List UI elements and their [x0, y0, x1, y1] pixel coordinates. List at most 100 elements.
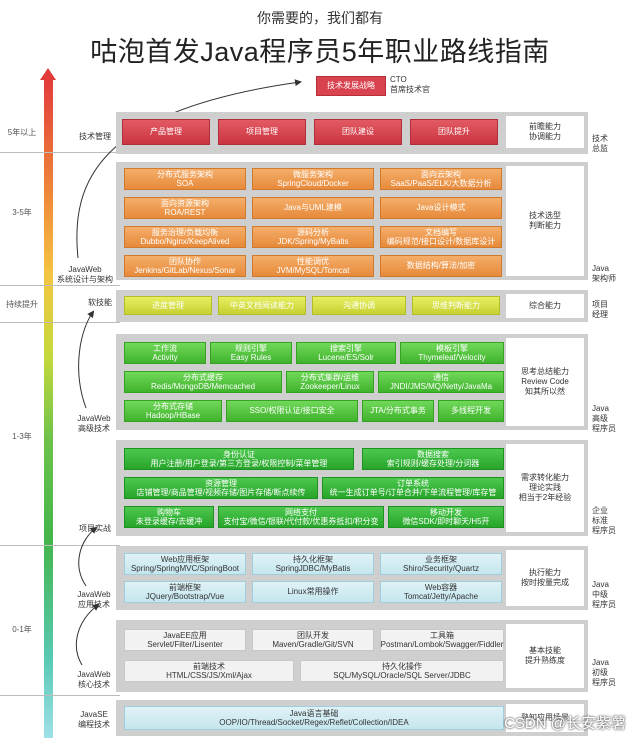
left-label-project: 项目实战	[79, 524, 111, 533]
skill-text: 分布式服务架构	[157, 169, 213, 179]
skill-text: SaaS/PaaS/ELK/大数据分析	[390, 179, 492, 188]
skill-text: 分布式缓存	[183, 372, 223, 382]
left-label-management: 技术管理	[79, 132, 111, 141]
ability-text: Review Code	[521, 377, 569, 386]
ability-label: 基本技能提升熟练度	[506, 624, 584, 688]
skill-box: 购物车未登录缓存/去缓冲	[124, 506, 214, 528]
skill-text: Java设计模式	[416, 203, 466, 213]
ability-text: 相当于2年经验	[518, 493, 572, 502]
skill-text: SQL/MySQL/Oracle/SQL Server/JDBC	[333, 671, 471, 680]
skill-text: 前端框架	[169, 582, 201, 592]
skill-text: SOA	[176, 179, 194, 188]
arrow-path	[78, 526, 98, 587]
stage-label: 5年以上	[7, 128, 37, 137]
skill-box: 数据搜索索引规则/缓存处理/分词器	[362, 448, 504, 470]
ability-text: 前瞻能力	[529, 122, 561, 131]
skill-box: 移动开发微信SDK/即时聊天/H5开	[388, 506, 504, 528]
skill-text: Postman/Lombok/Swagger/Fiddler	[380, 640, 504, 649]
skill-text: 资源管理	[205, 478, 237, 488]
left-label-soft-skills: 软技能	[88, 298, 112, 307]
skill-box: 中英文档阅读能力	[218, 296, 306, 315]
skill-text: 数据搜索	[417, 449, 449, 459]
skill-text: Linux常用操作	[287, 587, 339, 597]
skill-text: 搜索引擎	[330, 343, 362, 353]
skill-text: 多线程开发	[451, 406, 491, 416]
stage-label: 3-5年	[12, 208, 32, 217]
skill-text: Hadoop/HBase	[145, 411, 201, 420]
skill-text: 工具箱	[430, 630, 454, 640]
stage-divider	[0, 545, 120, 546]
stage-label: 0-1年	[12, 625, 32, 634]
stage-divider	[0, 322, 120, 323]
skill-text: JavaEE应用	[163, 630, 207, 640]
skill-text: 支付宝/微信/银联/代付款/优惠券抵扣/积分变	[223, 517, 379, 526]
skill-text: 服务治理/负载均衡	[151, 227, 219, 237]
ability-text: 思考总结能力	[521, 367, 569, 376]
skill-text: 身份认证	[223, 449, 255, 459]
ability-text: 技术选型	[529, 211, 561, 220]
skill-text: JQuery/Bootstrap/Vue	[145, 592, 225, 601]
skill-box: 产品管理	[122, 119, 210, 145]
watermark: CSDN @长安紫薯	[504, 715, 626, 732]
skill-text: ROA/REST	[164, 208, 206, 217]
skill-text: 文档编写	[425, 227, 457, 237]
stage-divider	[0, 695, 120, 696]
skill-text: 面向资源架构	[161, 198, 209, 208]
skill-box: Java设计模式	[380, 197, 502, 219]
strategy-button: 技术发展战略	[316, 76, 386, 96]
skill-text: 购物车	[157, 507, 181, 517]
skill-text: 店铺管理/商品管理/视频存储/图片存储/断点续传	[136, 488, 306, 497]
skill-text: 模板引擎	[436, 343, 468, 353]
skill-text: 团队协作	[169, 256, 201, 266]
skill-text: SSO/权限认证/接口安全	[249, 406, 335, 416]
skill-text: Spring/SpringMVC/SpringBoot	[130, 564, 240, 573]
skill-text: 性能调优	[297, 256, 329, 266]
skill-text: Easy Rules	[230, 353, 272, 362]
ability-text: 执行能力	[529, 568, 561, 577]
skill-text: Redis/MongoDB/Memcached	[150, 382, 256, 391]
skill-box: 资源管理店铺管理/商品管理/视频存储/图片存储/断点续传	[124, 477, 318, 499]
skill-box: SSO/权限认证/接口安全	[226, 400, 358, 422]
skill-box: 沟通协调	[312, 296, 406, 315]
right-label-pm: 项目经理	[592, 300, 608, 319]
skill-box: 团队提升	[410, 119, 498, 145]
skill-box: 思维判断能力	[412, 296, 500, 315]
ability-label: 熟知应用场景	[506, 704, 584, 732]
stage-label: 1-3年	[12, 432, 32, 441]
skill-text: 微信SDK/即时聊天/H5开	[402, 517, 490, 526]
skill-text: Lucene/ES/Solr	[318, 353, 374, 362]
project-panel: 身份认证用户注册/用户登录/第三方登录/权限控制/菜单管理 数据搜索索引规则/缓…	[116, 440, 588, 536]
skill-text: JTA/分布式事务	[370, 406, 426, 416]
skill-box: 网络支付支付宝/微信/银联/代付款/优惠券抵扣/积分变	[218, 506, 384, 528]
ability-text: 需求转化能力	[521, 473, 569, 482]
skill-text: Servlet/Filter/Lisenter	[147, 640, 223, 649]
ability-text: 判断能力	[529, 221, 561, 230]
skill-text: Dubbo/Nginx/KeepAlived	[140, 237, 230, 246]
skill-box: 文档编写编码规范/接口设计/数据库设计	[380, 226, 502, 248]
skill-text: 持久化操作	[382, 661, 422, 671]
skill-text: HTML/CSS/JS/Xml/Ajax	[166, 671, 252, 680]
skill-box: JTA/分布式事务	[362, 400, 434, 422]
ability-text: 提升熟练度	[525, 656, 565, 665]
